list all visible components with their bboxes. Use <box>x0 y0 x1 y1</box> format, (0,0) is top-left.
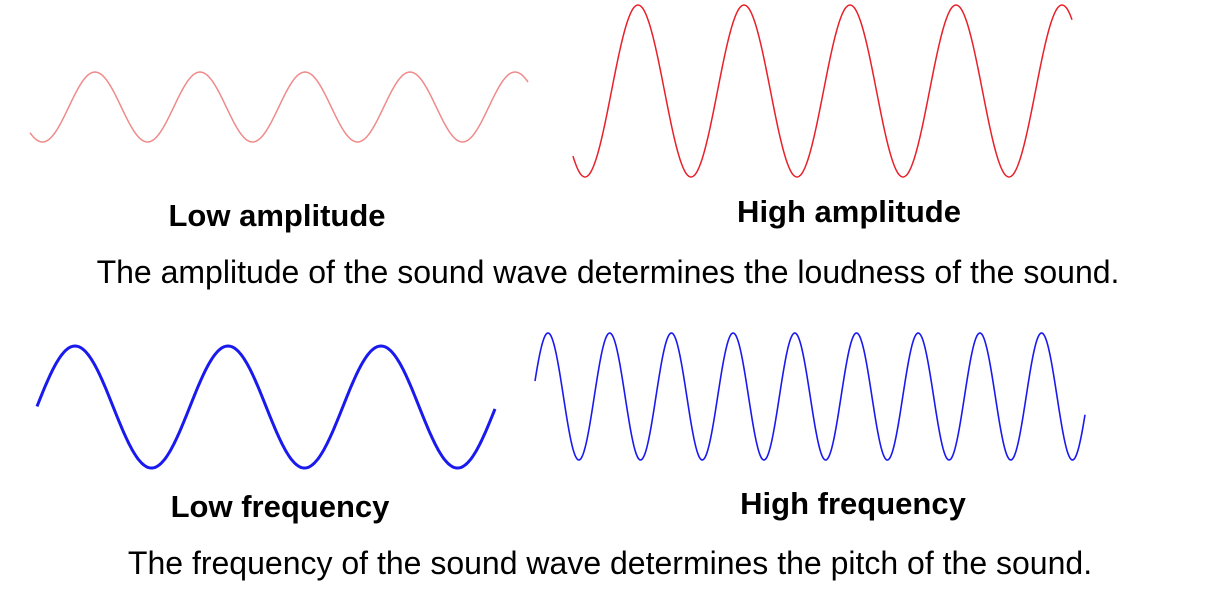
low-amplitude-wave <box>29 71 529 143</box>
high-amplitude-label: High amplitude <box>737 194 961 229</box>
low-frequency-label: Low frequency <box>170 489 390 524</box>
high-frequency-label: High frequency <box>740 486 966 521</box>
amplitude-caption: The amplitude of the sound wave determin… <box>96 254 1120 290</box>
low-amplitude-label: Low amplitude <box>168 198 386 233</box>
high-frequency-wave <box>534 332 1086 461</box>
frequency-caption: The frequency of the sound wave determin… <box>127 545 1093 581</box>
high-amplitude-wave <box>572 4 1073 178</box>
low-frequency-wave <box>35 344 497 470</box>
